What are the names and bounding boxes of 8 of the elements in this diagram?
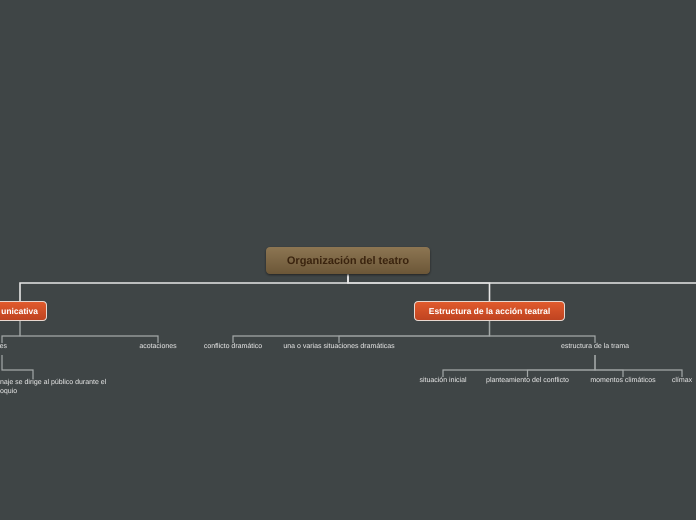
connector-line [488, 321, 596, 343]
main-topic-box: Estructura de la acción teatral [414, 301, 565, 321]
connector-line [1, 355, 34, 379]
central-topic-box: Organización del teatro [266, 247, 430, 274]
main-topic-box: unicativa [0, 301, 47, 321]
connector-line [347, 274, 696, 284]
connector-line [19, 321, 159, 343]
connector-line [594, 355, 683, 377]
